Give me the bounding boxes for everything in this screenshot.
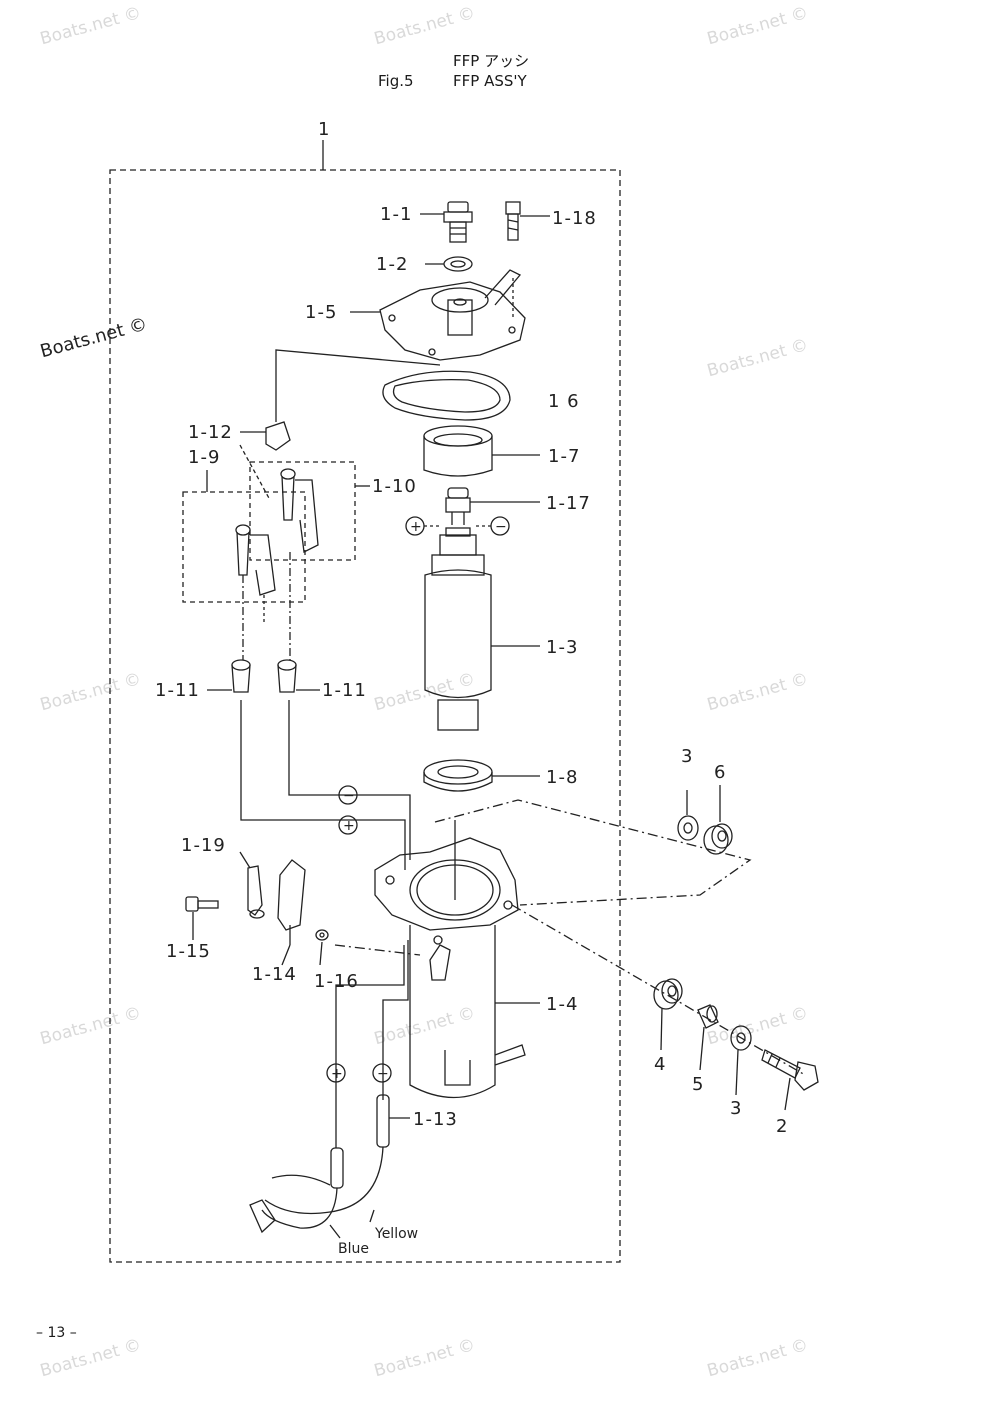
callout-1-6: 1 6 bbox=[548, 391, 580, 412]
minus-marker bbox=[338, 785, 358, 805]
wire-minus bbox=[288, 700, 411, 860]
connector bbox=[330, 1147, 344, 1189]
figure-number: Fig.5 bbox=[378, 72, 414, 90]
minus-symbol: − bbox=[377, 1066, 389, 1082]
part-1-10-group bbox=[249, 461, 356, 561]
part-1-11-sleeve bbox=[277, 659, 297, 693]
part-1-12-cap bbox=[265, 421, 291, 451]
leader-line bbox=[334, 944, 421, 956]
part-1-13-connector bbox=[376, 1094, 390, 1148]
callout-1-8: 1-8 bbox=[546, 767, 578, 788]
minus-symbol: − bbox=[343, 788, 355, 804]
plus-symbol: + bbox=[331, 1066, 343, 1082]
callout-1-18: 1-18 bbox=[552, 208, 597, 229]
callout-1-1: 1-1 bbox=[380, 204, 412, 225]
callout-1-5: 1-5 bbox=[305, 302, 337, 323]
page-number: – 13 – bbox=[36, 1325, 77, 1341]
callout-3: 3 bbox=[681, 746, 693, 767]
part-1-19-cable-tie bbox=[247, 865, 265, 919]
part-1-6-gasket bbox=[382, 370, 511, 421]
callout-1-15: 1-15 bbox=[166, 941, 211, 962]
callout-1-4: 1-4 bbox=[546, 994, 578, 1015]
callout-1-12: 1-12 bbox=[188, 422, 233, 443]
part-3-washer bbox=[730, 1025, 752, 1051]
callout-1-13: 1-13 bbox=[413, 1109, 458, 1130]
part-2-bolt bbox=[761, 1049, 819, 1091]
callout-1: 1 bbox=[318, 119, 330, 140]
callout-4: 4 bbox=[654, 1054, 666, 1075]
part-5-collar bbox=[697, 1004, 719, 1029]
callout-5: 5 bbox=[692, 1074, 704, 1095]
part-1-5-cover bbox=[379, 269, 526, 361]
wire-plus bbox=[335, 945, 405, 1148]
part-1-4-housing bbox=[374, 837, 526, 1099]
callout-1-14: 1-14 bbox=[252, 964, 297, 985]
callout-2: 2 bbox=[776, 1116, 788, 1137]
part-1-1-fitting bbox=[443, 201, 473, 243]
blue-wire bbox=[261, 1187, 338, 1229]
part-1-14-clamp bbox=[277, 859, 306, 945]
title-japanese: FFP アッシ bbox=[453, 52, 530, 70]
plus-marker bbox=[338, 815, 358, 835]
wire-label-yellow: Yellow bbox=[374, 1226, 418, 1242]
part-1-9-group bbox=[182, 491, 306, 603]
plug bbox=[249, 1199, 276, 1234]
part-1-3-pump bbox=[424, 527, 492, 731]
part-3-washer bbox=[677, 815, 699, 841]
callout-1-7: 1-7 bbox=[548, 446, 580, 467]
part-1-16-washer bbox=[315, 929, 329, 941]
callout-1-2: 1-2 bbox=[376, 254, 408, 275]
minus-symbol: − bbox=[495, 519, 507, 535]
leader-line bbox=[434, 799, 752, 906]
callout-1-16: 1-16 bbox=[314, 971, 359, 992]
wire-plus bbox=[240, 700, 406, 870]
part-1-2-washer bbox=[443, 256, 473, 272]
wire-minus bbox=[382, 940, 409, 1100]
part-1-15-screw bbox=[185, 896, 219, 912]
yellow-wire bbox=[264, 1146, 384, 1215]
callout-1-3: 1-3 bbox=[546, 637, 578, 658]
callout-6: 6 bbox=[714, 762, 726, 783]
title-english: FFP ASS'Y bbox=[453, 72, 527, 90]
plus-symbol: + bbox=[343, 818, 355, 834]
callout-1-10: 1-10 bbox=[372, 476, 417, 497]
plus-symbol: + bbox=[410, 519, 422, 535]
part-1-7-nut bbox=[423, 425, 493, 477]
callout-1-19: 1-19 bbox=[181, 835, 226, 856]
part-4-grommet bbox=[653, 978, 683, 1010]
assembly-boundary bbox=[109, 169, 621, 1263]
part-1-18-bolt bbox=[505, 201, 521, 241]
wire-label-blue: Blue bbox=[338, 1241, 369, 1257]
callout-1-9: 1-9 bbox=[188, 447, 220, 468]
callout-3: 3 bbox=[730, 1098, 742, 1119]
part-6-grommet bbox=[703, 823, 733, 855]
plus-marker bbox=[326, 1063, 346, 1083]
callout-1-11: 1-11 bbox=[155, 680, 200, 701]
callout-1-11: 1-11 bbox=[322, 680, 367, 701]
minus-marker bbox=[372, 1063, 392, 1083]
part-1-8-ring bbox=[423, 759, 493, 792]
leader-line bbox=[511, 904, 806, 1076]
wire bbox=[275, 349, 441, 422]
callout-1-17: 1-17 bbox=[546, 493, 591, 514]
page-title: FFP アッシ Fig.5 FFP ASS'Y bbox=[0, 0, 1000, 100]
part-1-17-connector bbox=[445, 487, 471, 525]
part-1-10-terminal bbox=[280, 468, 319, 553]
part-1-11-sleeve bbox=[231, 659, 251, 693]
